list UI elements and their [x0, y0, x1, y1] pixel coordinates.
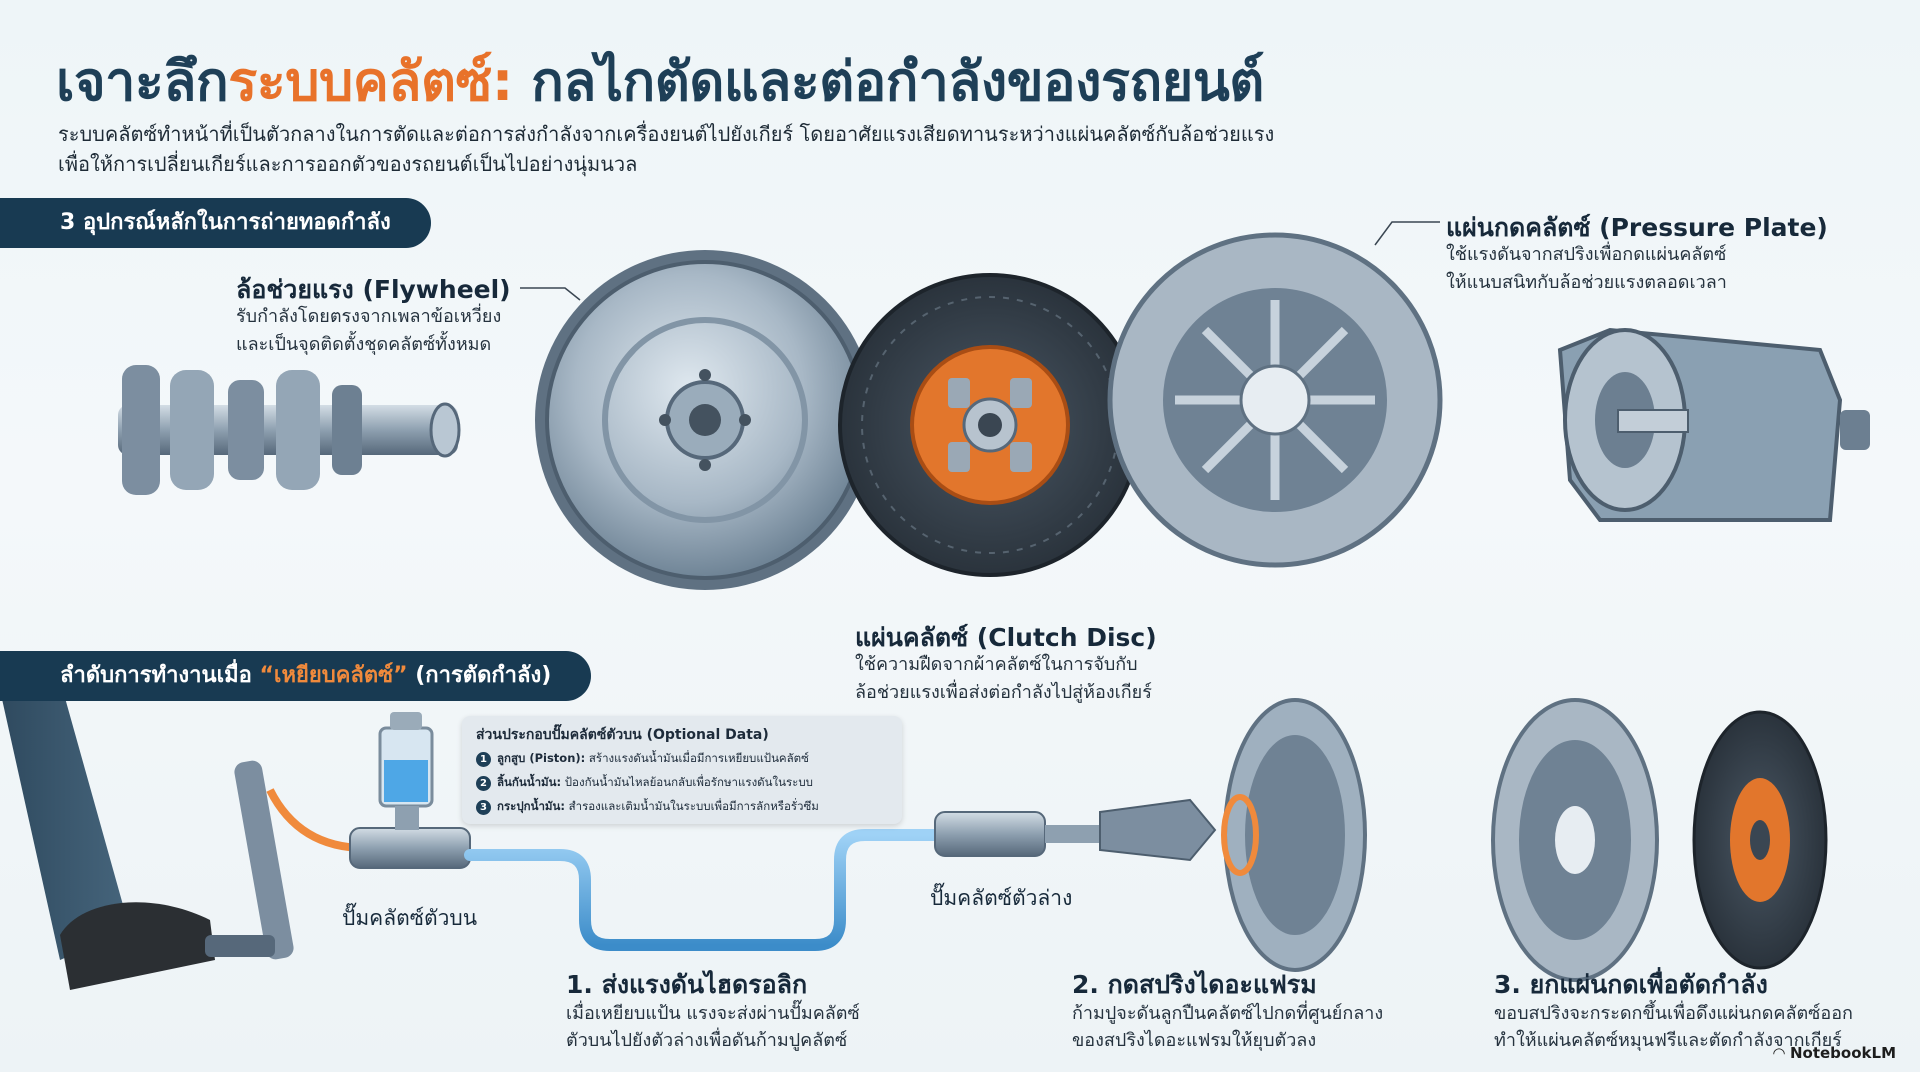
pressure-plate-title: แผ่นกดคลัตซ์ (Pressure Plate) — [1446, 213, 1828, 242]
title-part1: เจาะลึก — [56, 50, 229, 113]
optional-item-text: สำรองและเติมน้ำมันในระบบเพื่อมีการลักหรื… — [564, 799, 819, 813]
clutch-disc-title: แผ่นคลัตซ์ (Clutch Disc) — [855, 623, 1157, 652]
subtitle-line1: ระบบคลัตซ์ทำหน้าที่เป็นตัวกลางในการตัดแล… — [58, 122, 1275, 146]
master-cylinder-label: ปั๊มคลัตซ์ตัวบน — [342, 906, 478, 930]
page-title: เจาะลึกระบบคลัตซ์: กลไกตัดและต่อกำลังของ… — [56, 38, 1264, 124]
sequence-banner-suffix: (การตัดกำลัง) — [407, 663, 552, 688]
step-1-line1: เมื่อเหยียบแป้น แรงจะส่งผ่านปั๊มคลัตซ์ — [566, 1003, 860, 1024]
pressure-plate-illustration — [1107, 232, 1443, 568]
optional-data-box: ส่วนประกอบปั๊มคลัตซ์ตัวบน (Optional Data… — [462, 716, 902, 824]
notebooklm-logo-icon: ◠ — [1773, 1044, 1785, 1062]
clutch-disc-illustration — [838, 273, 1142, 577]
optional-item-name: ลิ้นกันน้ำมัน: — [497, 775, 562, 789]
components-banner: 3 อุปกรณ์หลักในการถ่ายทอดกำลัง — [0, 198, 431, 248]
pressure-plate-desc-line1: ใช้แรงดันจากสปริงเพื่อกดแผ่นคลัตซ์ — [1446, 244, 1727, 265]
flywheel-title: ล้อช่วยแรง (Flywheel) — [236, 275, 511, 304]
sequence-banner-quote: “เหยียบคลัตซ์” — [259, 663, 408, 688]
step-3-line1: ขอบสปริงจะกระดกขึ้นเพื่อดึงแผ่นกดคลัตซ์อ… — [1494, 1003, 1853, 1024]
step-2-title: 2. กดสปริงไดอะแฟรม — [1072, 970, 1317, 999]
flywheel-illustration — [535, 250, 875, 590]
crankshaft-illustration — [118, 365, 461, 495]
leader-lines — [520, 221, 1440, 301]
optional-item-number: 3 — [476, 800, 491, 815]
optional-item-text: ป้องกันน้ำมันไหลย้อนกลับเพื่อรักษาแรงดัน… — [561, 775, 813, 789]
step-3-title: 3. ยกแผ่นกดเพื่อตัดกำลัง — [1494, 970, 1768, 999]
driver-leg-illustration — [0, 680, 371, 990]
optional-item-text: สร้างแรงดันน้ำมันเมื่อมีการเหยียบแป้นคลั… — [585, 751, 809, 765]
optional-item-1: 1 ลูกสูบ (Piston): สร้างแรงดันน้ำมันเมื่อ… — [476, 750, 809, 768]
flywheel-desc-line1: รับกำลังโดยตรงจากเพลาข้อเหวี่ยง — [236, 306, 502, 327]
optional-item-3: 3 กระปุกน้ำมัน: สำรองและเติมน้ำมันในระบบเ… — [476, 798, 819, 816]
optional-item-2: 2 ลิ้นกันน้ำมัน: ป้องกันน้ำมันไหลย้อนกลับ… — [476, 774, 813, 792]
optional-item-number: 2 — [476, 776, 491, 791]
step-1-title: 1. ส่งแรงดันไฮดรอลิก — [566, 970, 808, 999]
step-1-line2: ตัวบนไปยังตัวล่างเพื่อดันก้ามปูคลัตซ์ — [566, 1030, 848, 1051]
step-2-line2: ของสปริงไดอะแฟรมให้ยุบตัวลง — [1072, 1030, 1317, 1051]
flywheel-desc-line2: และเป็นจุดติดตั้งชุดคลัตซ์ทั้งหมด — [236, 334, 492, 355]
clutch-disc-desc-line2: ล้อช่วยแรงเพื่อส่งต่อกำลังไปสู่ห้องเกียร… — [855, 682, 1152, 703]
subtitle-line2: เพื่อให้การเปลี่ยนเกียร์และการออกตัวของร… — [58, 152, 638, 176]
title-accent: ระบบคลัตซ์: — [228, 50, 513, 113]
brand-name: NotebookLM — [1789, 1044, 1896, 1062]
optional-item-name: ลูกสูบ (Piston): — [497, 751, 586, 765]
step-2-line1: ก้ามปูจะดันลูกปืนคลัตซ์ไปกดที่ศูนย์กลาง — [1072, 1003, 1384, 1024]
optional-item-name: กระปุกน้ำมัน: — [497, 799, 565, 813]
slave-cylinder-label: ปั๊มคลัตซ์ตัวล่าง — [930, 886, 1073, 910]
pressure-plate-step2-illustration — [1221, 698, 1367, 972]
sequence-banner: ลำดับการทำงานเมื่อ “เหยียบคลัตซ์” (การตั… — [0, 651, 592, 701]
hydraulic-line — [464, 829, 951, 951]
sequence-banner-prefix: ลำดับการทำงานเมื่อ — [60, 663, 260, 688]
clutch-disc-desc-line1: ใช้ความฝืดจากผ้าคลัตซ์ในการจับกับ — [855, 654, 1138, 675]
step-3-line2: ทำให้แผ่นคลัตซ์หมุนฟรีและตัดกำลังจากเกีย… — [1494, 1030, 1842, 1051]
optional-box-title: ส่วนประกอบปั๊มคลัตซ์ตัวบน (Optional Data… — [476, 727, 769, 743]
pressure-plate-desc-line2: ให้แนบสนิทกับล้อช่วยแรงตลอดเวลา — [1446, 272, 1727, 293]
slave-cylinder-illustration — [934, 798, 1217, 862]
gearbox-illustration — [1557, 327, 1870, 522]
optional-item-number: 1 — [476, 752, 491, 767]
title-part2: กลไกตัดและต่อกำลังของรถยนต์ — [512, 50, 1264, 113]
master-cylinder-illustration — [349, 712, 471, 869]
brand-watermark: ◠ NotebookLM — [1773, 1044, 1896, 1062]
separated-plates-illustration — [1491, 698, 1828, 982]
